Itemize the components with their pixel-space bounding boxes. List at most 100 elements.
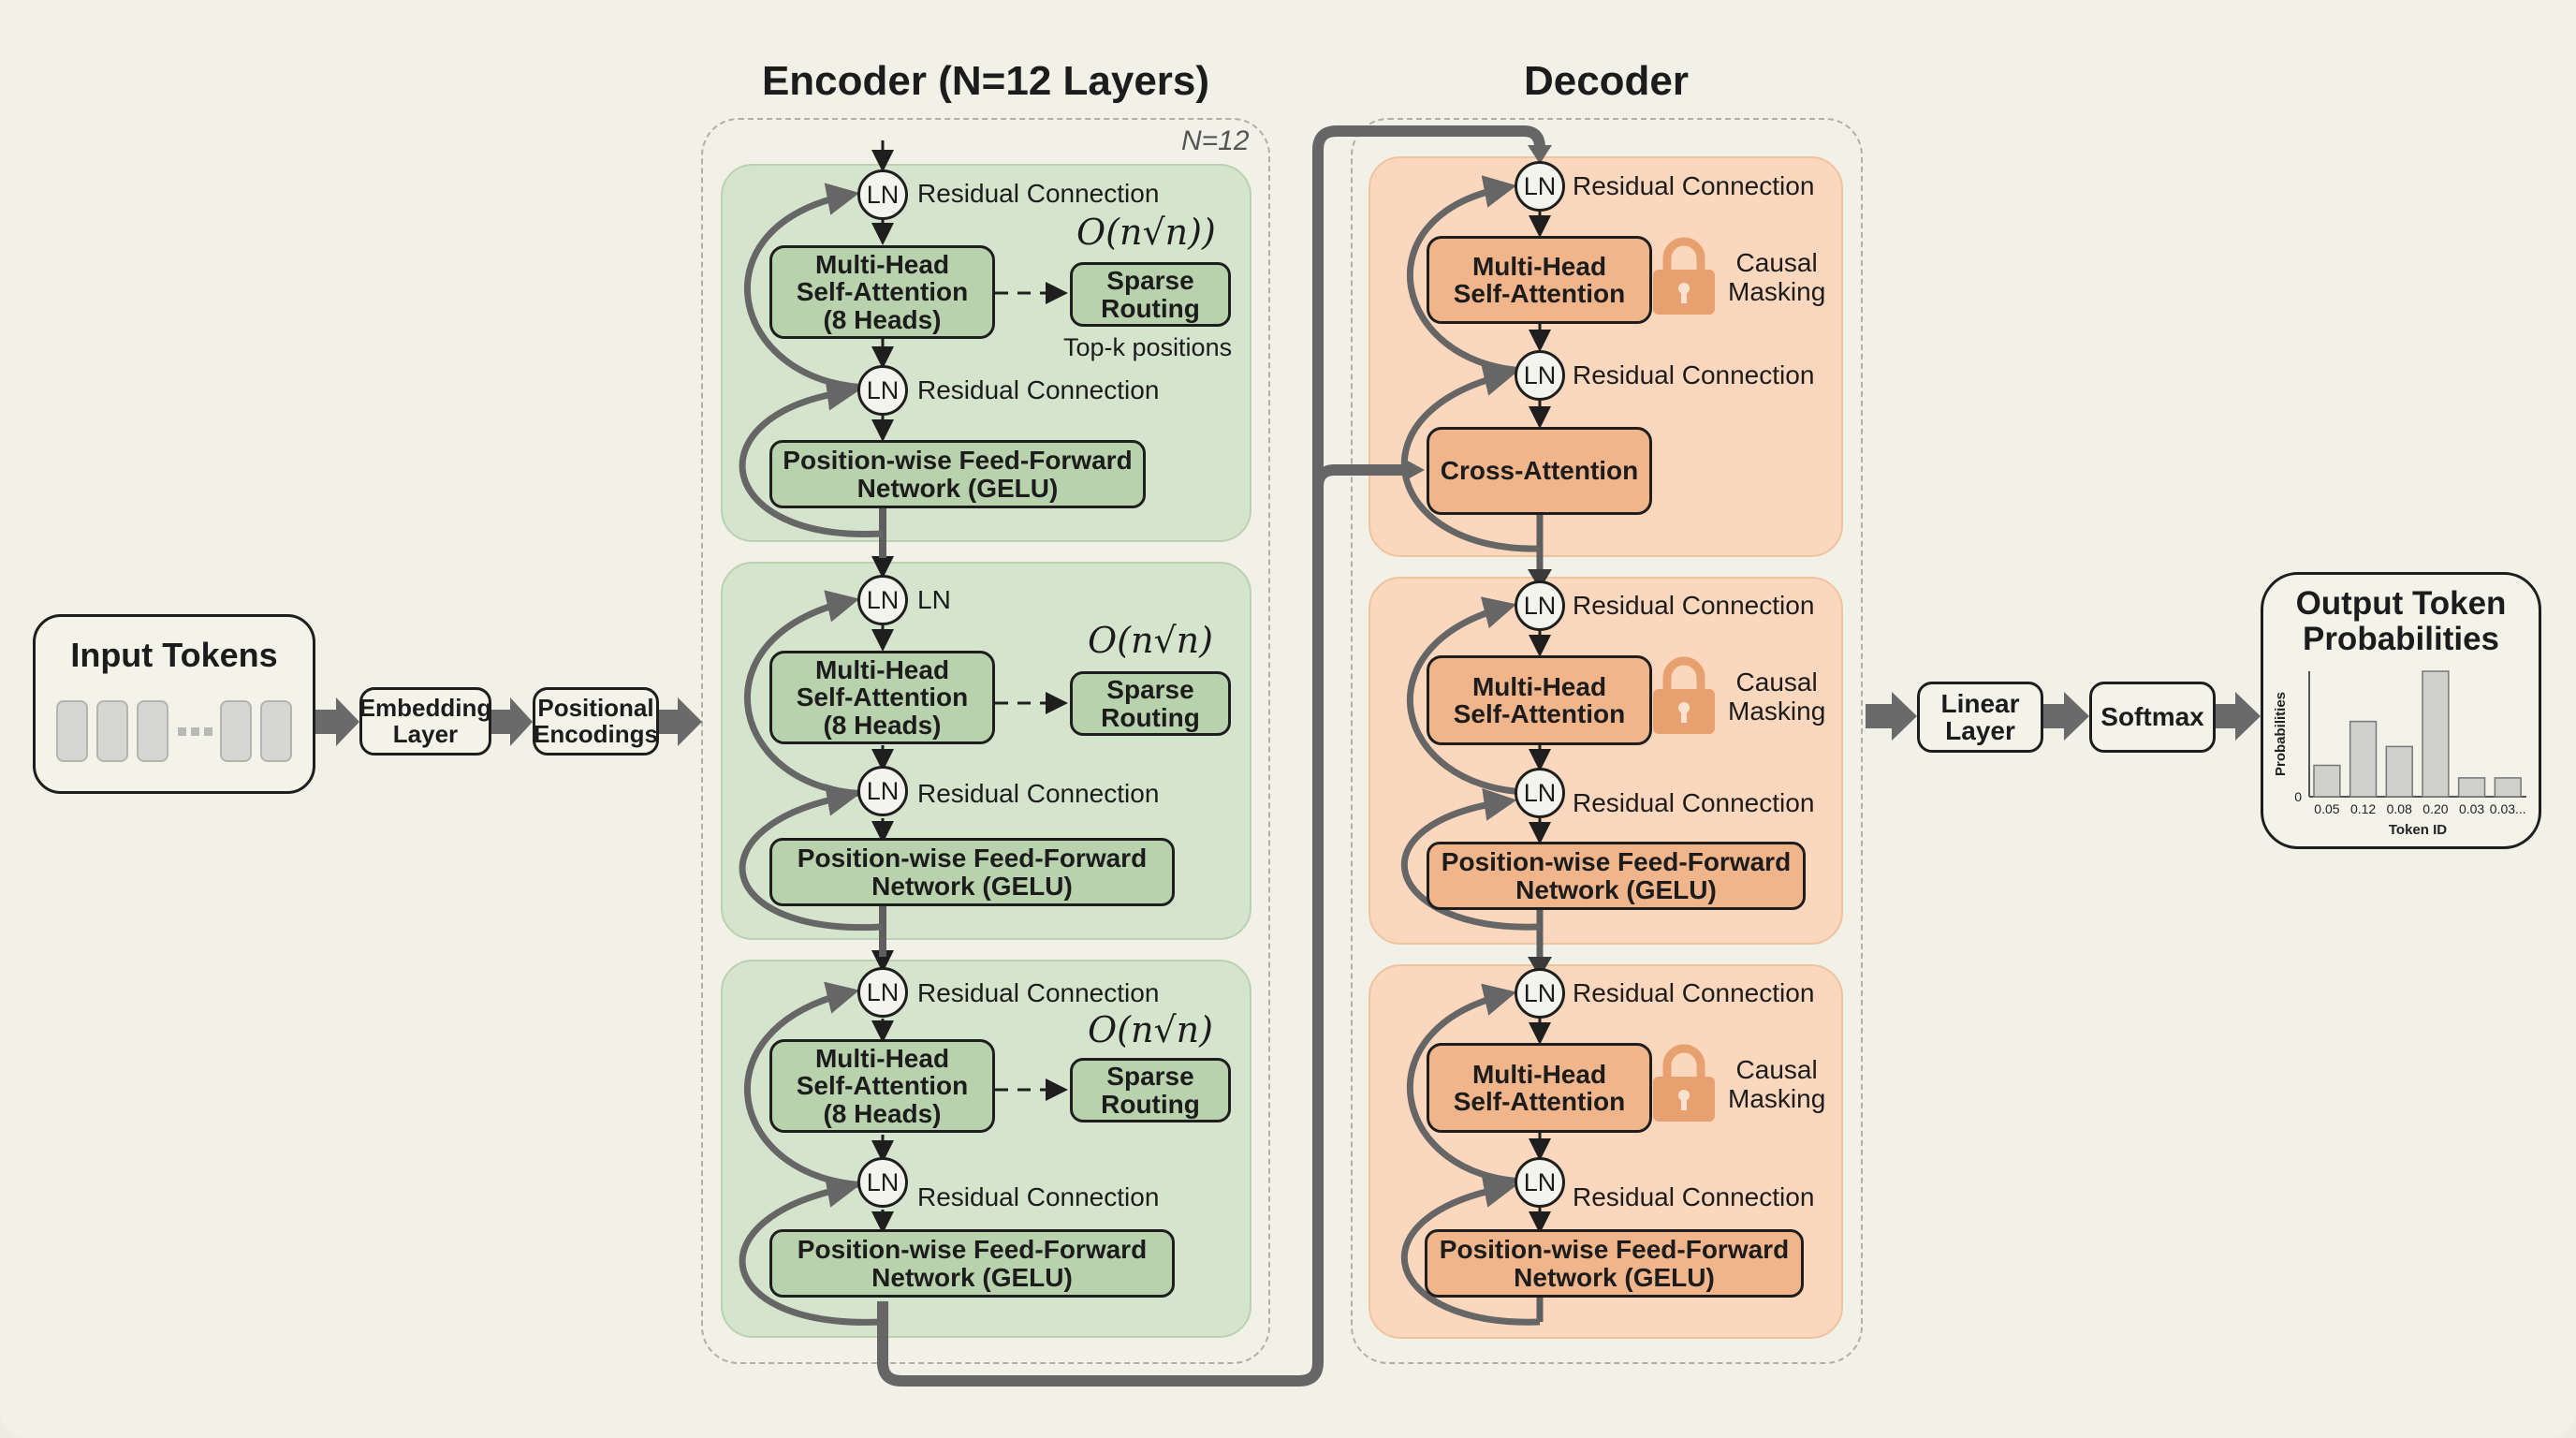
attention-label: Self-Attention	[1453, 699, 1626, 728]
ffn-label: Position-wise Feed-Forward	[783, 446, 1133, 476]
positional-label: Encodings	[534, 719, 658, 748]
decoder-attention-box: Multi-Head Self-Attention	[1427, 655, 1652, 745]
layer-norm-node: LN	[1515, 350, 1565, 401]
linear-label: Linear	[1940, 688, 2020, 718]
positional-encodings-box: Positional Encodings	[533, 687, 659, 756]
mask-label: Causal	[1735, 248, 1818, 277]
sparse-routing-box: Sparse Routing	[1070, 262, 1231, 327]
residual-label: Residual Connection	[917, 779, 1160, 808]
residual-label: LN	[917, 585, 951, 614]
routing-label: Sparse	[1106, 266, 1194, 296]
arrow-softmax-to-output	[2216, 692, 2261, 741]
attention-label: Self-Attention	[796, 682, 969, 712]
causal-masking-label: Causal Masking	[1728, 248, 1826, 307]
x-tick-label: 0.20	[2422, 801, 2448, 816]
residual-label: Residual Connection	[1573, 360, 1815, 389]
ffn-label: Position-wise Feed-Forward	[1441, 847, 1792, 877]
layer-norm-node: LN	[857, 575, 908, 625]
y-axis-label: Probabilities	[2273, 692, 2289, 776]
routing-label: Routing	[1101, 293, 1200, 323]
token-chip	[96, 700, 128, 762]
attention-label: (8 Heads)	[823, 304, 942, 334]
x-tick-label: 0.12	[2350, 801, 2376, 816]
bar	[2349, 720, 2378, 798]
arrow-embedding-to-positional	[491, 697, 533, 746]
lock-icon	[1653, 237, 1715, 315]
ellipsis-dot	[204, 727, 212, 736]
residual-label: Residual Connection	[917, 375, 1160, 404]
attention-label: Self-Attention	[796, 1071, 969, 1101]
decoder-attention-box: Multi-Head Self-Attention	[1427, 1043, 1652, 1133]
x-tick-label: 0.05	[2314, 801, 2339, 816]
attention-label: Multi-Head	[814, 654, 950, 684]
attention-label: Multi-Head	[1471, 1059, 1607, 1089]
attention-label: (8 Heads)	[823, 1098, 942, 1128]
token-chip	[137, 700, 168, 762]
cross-attention-box: Cross-Attention	[1427, 427, 1652, 515]
encoder-attention-box: Multi-Head Self-Attention (8 Heads)	[769, 1039, 995, 1133]
arrow-positional-to-encoder	[659, 697, 702, 746]
routing-label: Routing	[1101, 702, 1200, 732]
routing-note: Top-k positions	[1063, 333, 1233, 361]
ffn-label: Position-wise Feed-Forward	[797, 1235, 1148, 1265]
input-tokens-title: Input Tokens	[70, 636, 278, 674]
cross-attention-label: Cross-Attention	[1440, 456, 1639, 486]
layer-norm-node: LN	[857, 766, 908, 816]
layer-norm-node: LN	[857, 365, 908, 416]
routing-label: Sparse	[1106, 675, 1194, 705]
ffn-label: Network (GELU)	[871, 1262, 1073, 1292]
residual-label: Residual Connection	[1573, 1182, 1815, 1211]
output-title-line: Output Token	[2295, 585, 2507, 622]
residual-label: Residual Connection	[917, 1182, 1160, 1211]
attention-label: Multi-Head	[1471, 251, 1607, 281]
output-probabilities-box: Output Token Probabilities	[2261, 572, 2541, 849]
complexity-label: O(n√n))	[1076, 212, 1216, 253]
mask-label: Causal	[1735, 668, 1818, 697]
lock-icon	[1653, 656, 1715, 734]
output-title: Output Token Probabilities	[2296, 586, 2507, 657]
ffn-label: Network (GELU)	[871, 871, 1073, 901]
attention-label: Self-Attention	[1453, 1087, 1626, 1116]
residual-label: Residual Connection	[1573, 978, 1815, 1007]
layer-norm-node: LN	[1515, 161, 1565, 212]
causal-masking-label: Causal Masking	[1728, 1055, 1825, 1114]
ffn-label: Network (GELU)	[856, 473, 1059, 503]
routing-label: Routing	[1101, 1089, 1200, 1119]
arrow-decoder-to-linear	[1866, 692, 1917, 741]
sparse-routing-box: Sparse Routing	[1070, 1058, 1231, 1123]
mask-label: Masking	[1728, 276, 1826, 306]
ellipsis-dot	[191, 727, 199, 736]
complexity-label: O(n√n)	[1088, 1009, 1213, 1050]
decoder-title: Decoder	[1523, 58, 1690, 104]
output-title-line: Probabilities	[2302, 620, 2500, 657]
layer-norm-node: LN	[857, 169, 908, 220]
ellipsis-dot	[178, 727, 186, 736]
softmax-label: Softmax	[2100, 702, 2204, 732]
residual-label: Residual Connection	[1573, 591, 1815, 620]
bar	[2457, 777, 2486, 798]
residual-label: Residual Connection	[1573, 788, 1815, 817]
residual-label: Residual Connection	[917, 179, 1160, 208]
softmax-box: Softmax	[2089, 682, 2216, 753]
layer-norm-node: LN	[1515, 768, 1565, 818]
decoder-ffn-box: Position-wise Feed-Forward Network (GELU…	[1425, 1229, 1804, 1298]
mask-label: Causal	[1735, 1055, 1818, 1084]
arrow-input-to-embedding	[315, 697, 359, 746]
arrow-linear-to-softmax	[2043, 692, 2089, 741]
bar	[2313, 764, 2341, 798]
encoder-ffn-box: Position-wise Feed-Forward Network (GELU…	[769, 440, 1146, 508]
ffn-label: Position-wise Feed-Forward	[797, 844, 1148, 873]
layer-norm-node: LN	[1515, 580, 1565, 631]
x-tick-label: 0.03...	[2490, 801, 2526, 816]
x-tick-label: 0.08	[2387, 801, 2412, 816]
bar	[2385, 745, 2413, 798]
causal-masking-label: Causal Masking	[1728, 668, 1825, 726]
encoder-attention-box: Multi-Head Self-Attention (8 Heads)	[769, 245, 995, 339]
y-tick-label: 0	[2294, 789, 2302, 804]
layer-norm-node: LN	[1515, 1157, 1565, 1208]
routing-label: Sparse	[1106, 1062, 1194, 1092]
bar	[2494, 777, 2522, 798]
embedding-label: Layer	[392, 719, 459, 748]
layer-norm-node: LN	[1515, 968, 1565, 1019]
